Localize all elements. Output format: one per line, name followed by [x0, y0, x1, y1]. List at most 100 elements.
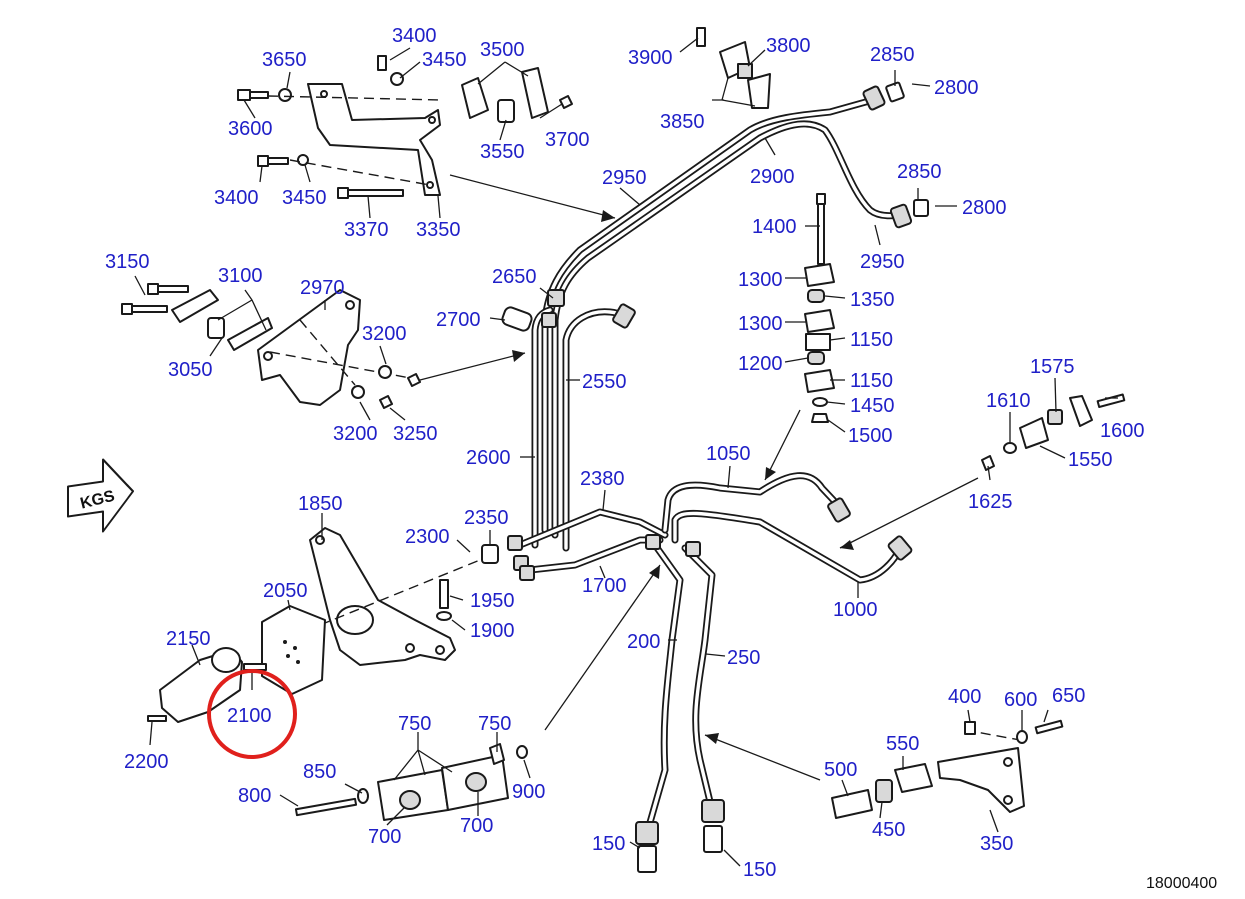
- clamp-stack-1150: [804, 193, 835, 423]
- part-label-3450-top: 3450: [422, 49, 467, 71]
- part-label-3650: 3650: [262, 49, 307, 71]
- part-label-1400: 1400: [752, 216, 797, 238]
- part-label-2900: 2900: [750, 166, 795, 188]
- valve-2150: [147, 647, 267, 723]
- part-label-3150: 3150: [105, 251, 150, 273]
- part-labels: 3400 3650 3450 3500 3600 3700 3550 3400 …: [105, 25, 1145, 881]
- part-label-200: 200: [627, 631, 660, 653]
- part-label-1500: 1500: [848, 425, 893, 447]
- part-label-1700: 1700: [582, 575, 627, 597]
- part-label-2850-top: 2850: [870, 44, 915, 66]
- part-label-3250: 3250: [393, 423, 438, 445]
- part-label-2850-bottom: 2850: [897, 161, 942, 183]
- part-label-1900: 1900: [470, 620, 515, 642]
- pointer-arrows: [419, 174, 979, 781]
- bracket-1850: [309, 527, 481, 666]
- part-label-1350: 1350: [850, 289, 895, 311]
- part-label-2050: 2050: [263, 580, 308, 602]
- part-label-850: 850: [303, 761, 336, 783]
- bracket-350: [831, 719, 1064, 819]
- part-label-2600: 2600: [466, 447, 511, 469]
- part-label-2300: 2300: [405, 526, 450, 548]
- part-label-2700: 2700: [436, 309, 481, 331]
- part-label-3100: 3100: [218, 265, 263, 287]
- part-label-2970: 2970: [300, 277, 345, 299]
- part-label-900: 900: [512, 781, 545, 803]
- part-label-3900: 3900: [628, 47, 673, 69]
- part-label-1950: 1950: [470, 590, 515, 612]
- part-label-150-left: 150: [592, 833, 625, 855]
- part-label-3400-top: 3400: [392, 25, 437, 47]
- part-label-3400-bottom: 3400: [214, 187, 259, 209]
- part-label-1000: 1000: [833, 599, 878, 621]
- part-label-1550: 1550: [1068, 449, 1113, 471]
- bracket-3350: [307, 83, 441, 196]
- part-label-1300-bottom: 1300: [738, 313, 783, 335]
- part-label-2650: 2650: [492, 266, 537, 288]
- part-label-1575: 1575: [1030, 356, 1075, 378]
- part-label-700-right: 700: [460, 815, 493, 837]
- part-label-2950-right: 2950: [860, 251, 905, 273]
- part-label-3700: 3700: [545, 129, 590, 151]
- part-label-1610: 1610: [986, 390, 1031, 412]
- part-label-3500: 3500: [480, 39, 525, 61]
- pipe-2600: [531, 306, 554, 549]
- pipe-fittings: [481, 81, 929, 873]
- clamp-700: [294, 743, 528, 821]
- clamp-3850: [696, 27, 771, 109]
- part-label-3550: 3550: [480, 141, 525, 163]
- part-label-450: 450: [872, 819, 905, 841]
- part-label-750-left: 750: [398, 713, 431, 735]
- part-label-550: 550: [886, 733, 919, 755]
- part-label-1625: 1625: [968, 491, 1013, 513]
- part-label-250: 250: [727, 647, 760, 669]
- part-label-3050: 3050: [168, 359, 213, 381]
- part-label-2800-top: 2800: [934, 77, 979, 99]
- part-label-3850: 3850: [660, 111, 705, 133]
- part-label-500: 500: [824, 759, 857, 781]
- part-label-2100: 2100: [227, 705, 272, 727]
- part-label-3200-top: 3200: [362, 323, 407, 345]
- part-label-3450-bottom: 3450: [282, 187, 327, 209]
- pipe-2380: [516, 508, 669, 549]
- highlight-circle: [207, 669, 297, 759]
- part-label-2550: 2550: [582, 371, 627, 393]
- part-label-3800: 3800: [766, 35, 811, 57]
- part-label-2350: 2350: [464, 507, 509, 529]
- clamp-3100: [121, 283, 273, 351]
- part-label-700-left: 700: [368, 826, 401, 848]
- pipe-2900: [551, 120, 909, 539]
- pipe-200: [641, 541, 684, 844]
- part-label-2380: 2380: [580, 468, 625, 490]
- part-label-600: 600: [1004, 689, 1037, 711]
- part-label-2950-left: 2950: [602, 167, 647, 189]
- part-label-650: 650: [1052, 685, 1085, 707]
- bracket-2970: [257, 289, 421, 409]
- part-label-750-right: 750: [478, 713, 511, 735]
- valve-2050: [261, 605, 326, 695]
- part-label-2200: 2200: [124, 751, 169, 773]
- figure-reference-number: 18000400: [1146, 875, 1217, 892]
- part-label-3350: 3350: [416, 219, 461, 241]
- part-label-350: 350: [980, 833, 1013, 855]
- pipe-1050: [661, 472, 842, 534]
- leader-lines: [134, 37, 1118, 867]
- pipe-250: [681, 544, 716, 814]
- part-label-1850: 1850: [298, 493, 343, 515]
- part-label-1600: 1600: [1100, 420, 1145, 442]
- part-label-150-right: 150: [743, 859, 776, 881]
- part-label-1200: 1200: [738, 353, 783, 375]
- part-label-1150-top: 1150: [850, 329, 893, 351]
- part-label-1150-bottom: 1150: [850, 370, 893, 392]
- part-label-2150: 2150: [166, 628, 211, 650]
- kgs-direction-arrow: KGS: [67, 458, 134, 533]
- part-label-3200-bottom: 3200: [333, 423, 378, 445]
- part-label-1050: 1050: [706, 443, 751, 465]
- bolts-3400-3600: [237, 55, 441, 199]
- part-label-1450: 1450: [850, 395, 895, 417]
- part-label-2800-bottom: 2800: [962, 197, 1007, 219]
- part-label-1300-top: 1300: [738, 269, 783, 291]
- part-label-3370: 3370: [344, 219, 389, 241]
- pipe-1000: [671, 510, 904, 584]
